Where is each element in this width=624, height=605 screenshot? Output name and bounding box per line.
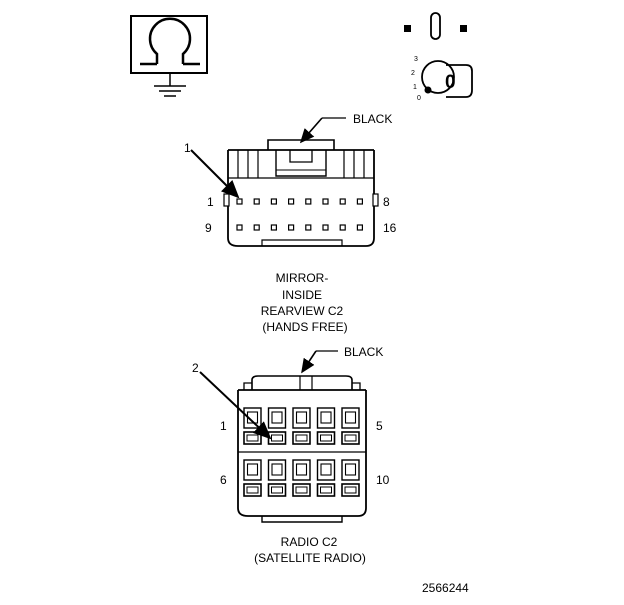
mirror-pin (288, 198, 295, 205)
mirror-pin (339, 224, 346, 231)
radio-cavity (267, 407, 287, 445)
radio-color-label: BLACK (344, 345, 383, 359)
mirror-pin-grid (236, 198, 363, 231)
radio-cavity (341, 407, 360, 445)
key-label: 0 (445, 72, 456, 93)
mirror-pin (356, 198, 363, 205)
mirror-pin (322, 198, 329, 205)
mirror-connector: BLACK 1 8 9 16 1 (184, 112, 397, 334)
radio-name-line-1: RADIO C2 (281, 535, 338, 549)
radio-cavity (316, 459, 336, 497)
mirror-pin (253, 224, 260, 231)
radio-name-line-2: (SATELLITE RADIO) (254, 551, 366, 565)
mirror-callout-number: 1 (184, 141, 191, 155)
radio-connector: BLACK 1 5 6 10 2 RADIO C2 (SATELLITE RAD… (192, 345, 390, 565)
radio-cavity (243, 459, 262, 497)
mirror-name-line-2: INSIDE (282, 288, 322, 302)
ignition-key-icon: 3 2 1 0 0 (404, 12, 473, 102)
ignition-position-1: 1 (413, 84, 417, 91)
mirror-pin (270, 198, 277, 205)
ignition-position-0: 0 (417, 95, 421, 102)
radio-callout-number: 2 (192, 361, 199, 375)
ignition-position-3: 3 (414, 56, 418, 63)
radio-cavity (316, 407, 336, 445)
mirror-pin (236, 224, 243, 231)
ignition-position-2: 2 (411, 70, 415, 77)
mirror-pin (356, 224, 363, 231)
radio-pin-label-6: 6 (220, 473, 227, 487)
ground-icon (130, 15, 208, 97)
mirror-pin (339, 198, 346, 205)
mirror-color-label: BLACK (353, 112, 392, 126)
mirror-pin-label-9: 9 (205, 221, 212, 235)
mirror-pin (253, 198, 260, 205)
mirror-pin (305, 198, 312, 205)
mirror-pin-label-1: 1 (207, 195, 214, 209)
mirror-pin-label-16: 16 (383, 221, 397, 235)
mirror-pin (288, 224, 295, 231)
mirror-pin (322, 224, 329, 231)
mirror-name-line-1: MIRROR- (276, 271, 329, 285)
mirror-name-line-3: REARVIEW C2 (261, 304, 344, 318)
radio-cavity (267, 459, 287, 497)
mirror-pin (270, 224, 277, 231)
mirror-pin (305, 224, 312, 231)
radio-cavity (292, 459, 311, 497)
radio-cavity (341, 459, 360, 497)
radio-pin-label-5: 5 (376, 419, 383, 433)
mirror-name-line-4: (HANDS FREE) (262, 320, 347, 334)
radio-cavity (292, 407, 311, 445)
figure-number: 2566244 (422, 581, 469, 595)
radio-pin-label-10: 10 (376, 473, 390, 487)
mirror-pin-label-8: 8 (383, 195, 390, 209)
radio-pin-label-1: 1 (220, 419, 227, 433)
mirror-pin (236, 198, 243, 205)
